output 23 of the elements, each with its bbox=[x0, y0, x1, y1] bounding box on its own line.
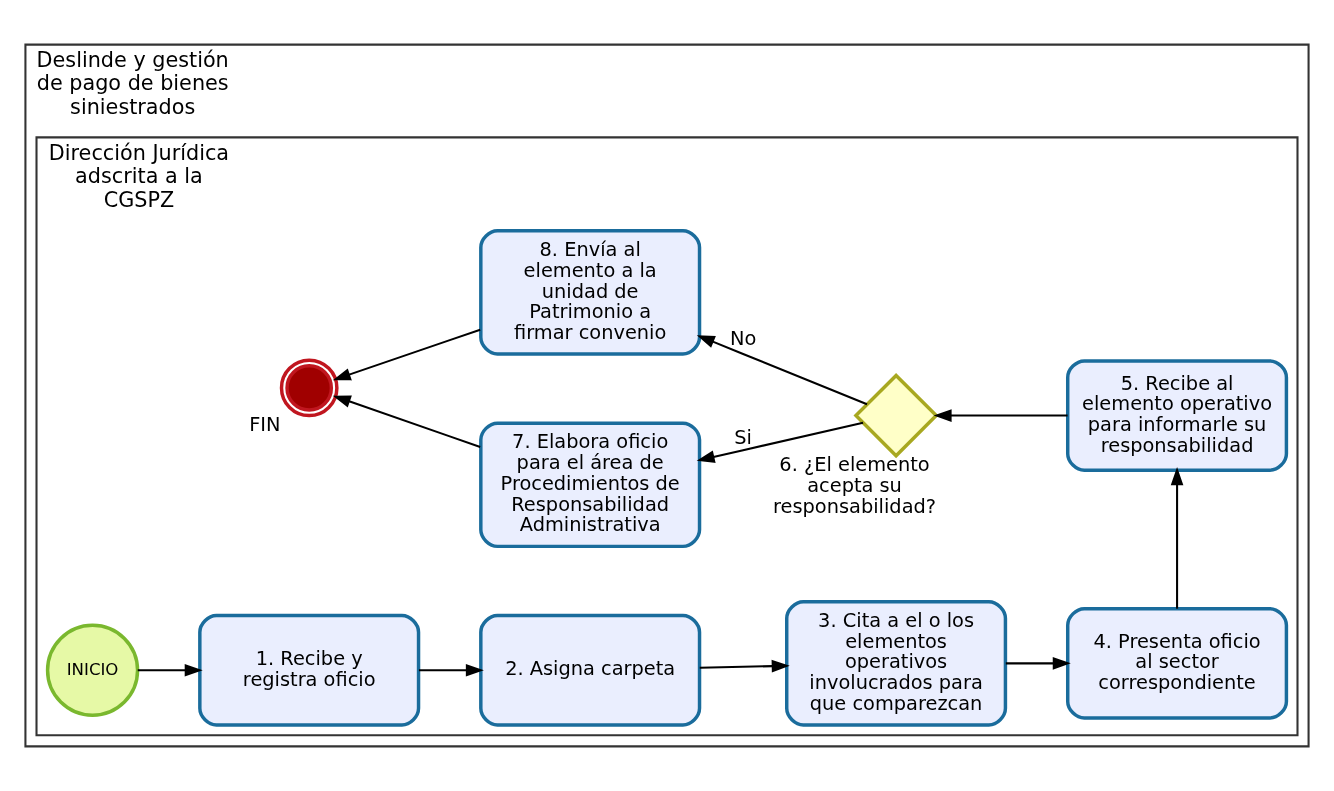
arrow bbox=[696, 421, 864, 463]
node-box: 2. Asigna carpeta bbox=[479, 613, 702, 727]
node-box: 8. Envía al elemento a la unidad de Patrimonio a firmar convenio bbox=[479, 229, 702, 356]
arrow bbox=[332, 328, 481, 381]
node-label: FIN bbox=[249, 413, 281, 437]
edge-label: No bbox=[729, 327, 757, 351]
node-box: 7. Elabora oficio para el área de Procedimientos de Responsabilidad Administrativa bbox=[479, 421, 702, 549]
node-box: 4. Presenta oficio al sector correspondiente bbox=[1066, 606, 1289, 720]
arrow bbox=[418, 663, 484, 677]
node-box: 3. Cita a el o los elementos operativos involucrados para que comparezcan bbox=[785, 600, 1008, 727]
arrow bbox=[137, 663, 203, 677]
arrow bbox=[933, 409, 1068, 422]
node-box: 1. Recibe y registra oficio bbox=[198, 613, 421, 727]
node-circle bbox=[279, 358, 339, 418]
arrow bbox=[696, 335, 868, 406]
node-circle: INICIO bbox=[45, 623, 140, 717]
arrow bbox=[1170, 467, 1184, 609]
arrow bbox=[699, 659, 790, 673]
edge-label: Si bbox=[734, 425, 752, 449]
node-label: 6. ¿El elemento acepta su responsabilidad? bbox=[773, 453, 937, 518]
arrow bbox=[1005, 657, 1071, 670]
arrow bbox=[332, 395, 481, 448]
node-box: 5. Recibe al elemento operativo para informarle su responsabilidad bbox=[1066, 359, 1289, 472]
